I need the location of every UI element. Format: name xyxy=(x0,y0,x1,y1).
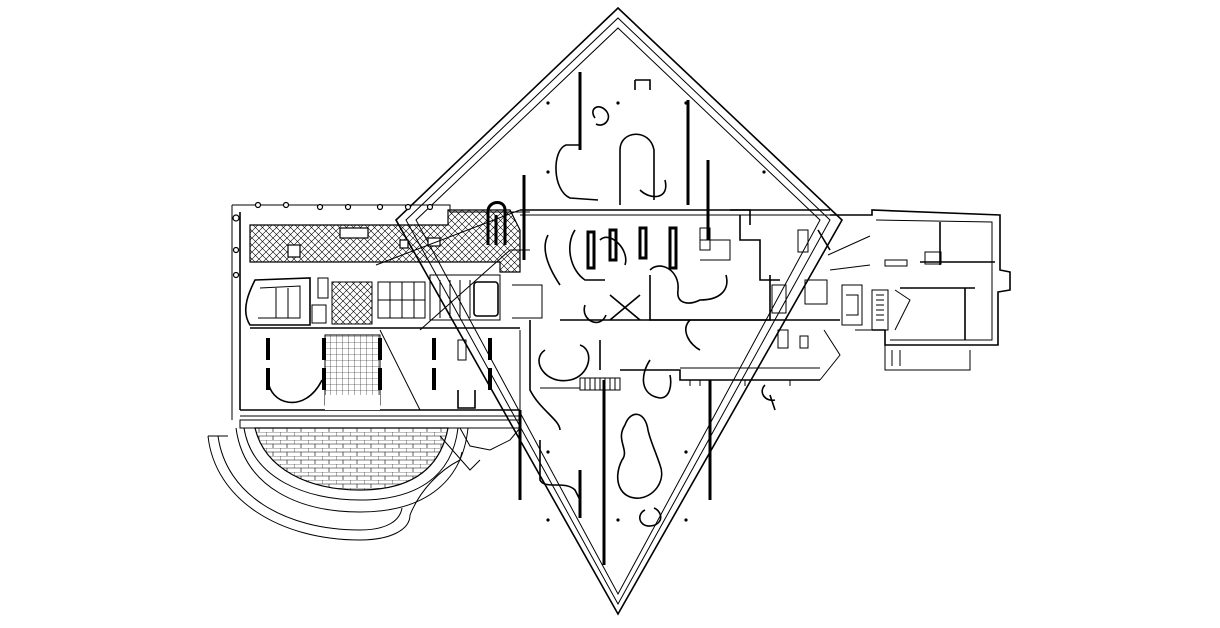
central-gallery xyxy=(520,209,840,351)
east-wing xyxy=(829,209,1011,371)
vertical-partitions xyxy=(518,72,712,565)
partition-block xyxy=(608,228,618,262)
pillar-dots xyxy=(546,101,766,522)
diamond-inner-wall xyxy=(405,17,831,606)
hatched-terrace xyxy=(249,209,521,273)
west-wing xyxy=(231,201,543,420)
partition-block xyxy=(586,230,596,270)
diamond-hall xyxy=(394,6,844,616)
diamond-outer-wall xyxy=(394,6,844,616)
east-wing-outer-wall xyxy=(830,209,1011,346)
auditorium xyxy=(207,419,521,541)
column-row xyxy=(232,201,434,279)
partition-block xyxy=(668,226,678,270)
brick-seating xyxy=(254,427,449,491)
partition-block xyxy=(638,226,648,260)
lower-corridor xyxy=(540,367,820,391)
diamond-slab-edge xyxy=(415,27,821,596)
curved-display-walls xyxy=(538,79,776,527)
connector-lines xyxy=(375,209,871,431)
auditorium-outer-wall xyxy=(207,435,463,541)
